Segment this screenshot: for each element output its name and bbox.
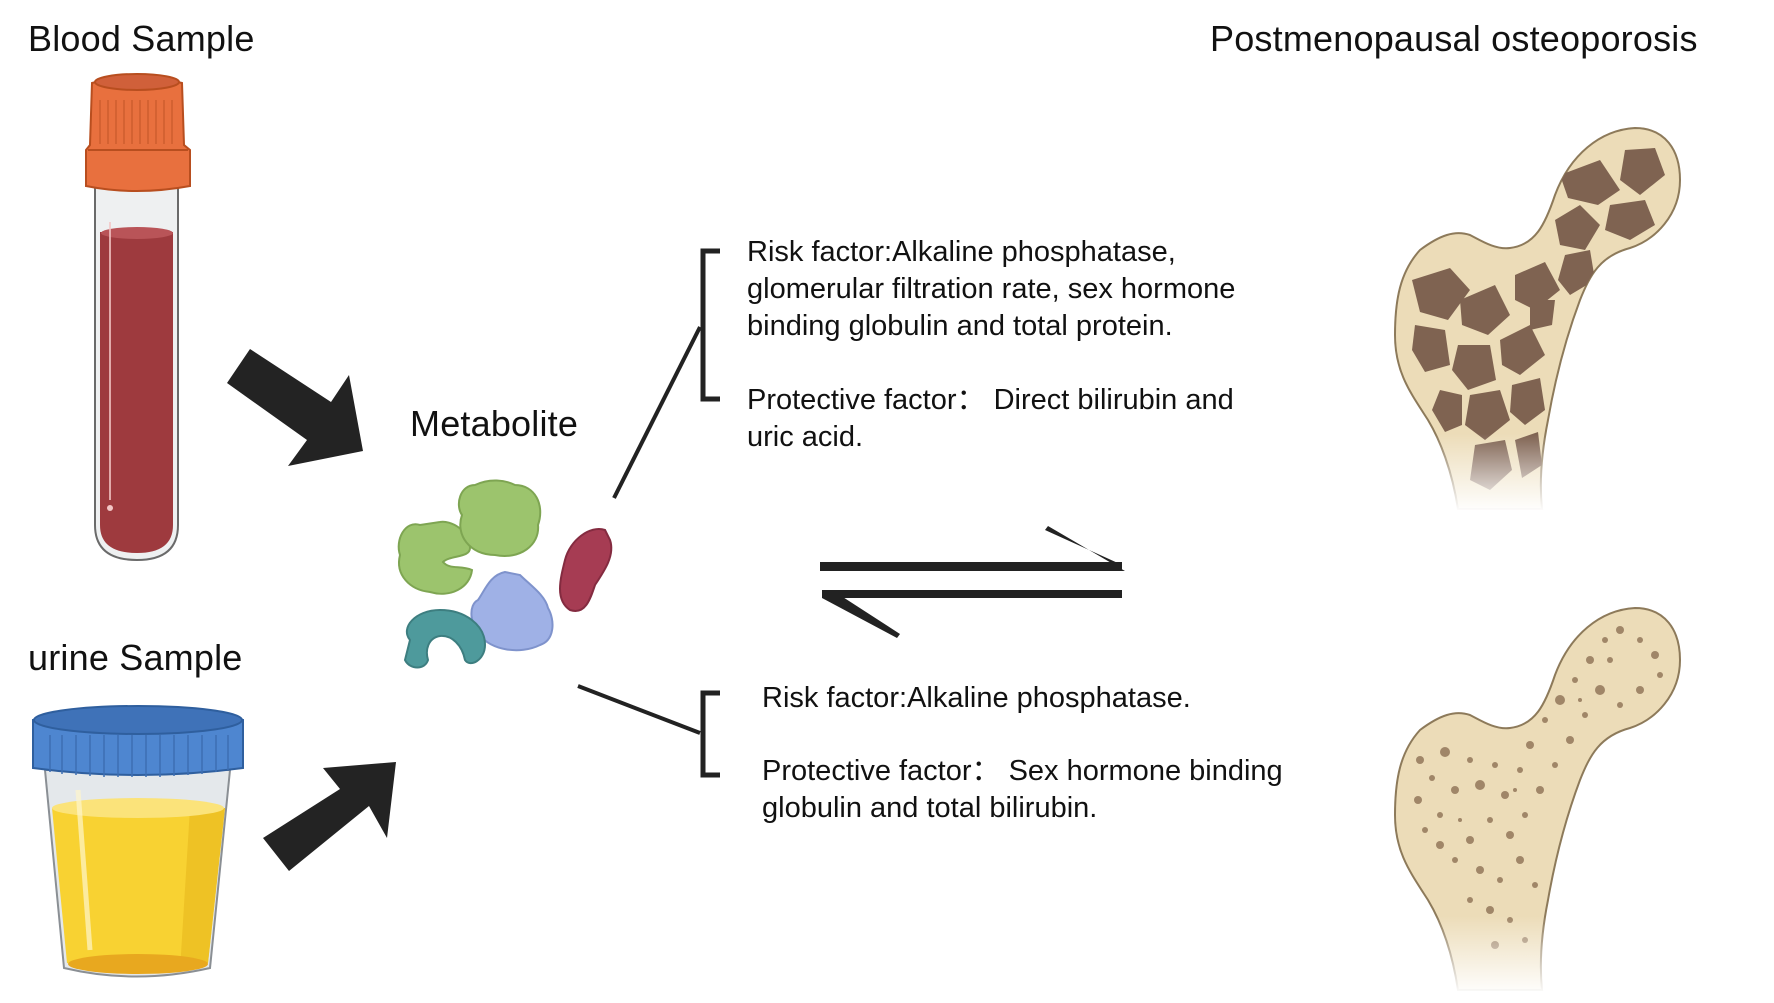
metabolite-cluster-icon	[397, 479, 613, 669]
urine-cup-icon	[32, 705, 244, 978]
bracket-blood	[700, 248, 720, 402]
blood-tube-icon	[85, 73, 191, 562]
arrow-blood-to-metabolite-icon	[227, 349, 363, 466]
connector-urine-branch	[577, 684, 701, 735]
urine-protective-factors: Protective factor： Sex hormone binding g…	[762, 755, 1283, 824]
connector-blood-branch	[612, 326, 702, 499]
outcome-label: Postmenopausal osteoporosis	[1210, 18, 1698, 59]
femur-normal-icon	[1390, 600, 1690, 995]
metabolite-label: Metabolite	[410, 403, 579, 444]
equilibrium-arrows-icon	[820, 526, 1125, 638]
urine-sample-label: urine Sample	[28, 637, 243, 678]
bracket-urine	[700, 690, 720, 778]
blood-protective-factors: Protective factor： Direct bilirubin and …	[747, 384, 1234, 453]
blood-sample-label: Blood Sample	[28, 18, 255, 59]
arrow-urine-to-metabolite-icon	[263, 762, 396, 871]
urine-risk-factors: Risk factor:Alkaline phosphatase.	[762, 682, 1191, 714]
blood-risk-factors: Risk factor:Alkaline phosphatase, glomer…	[747, 236, 1236, 342]
femur-osteoporotic-icon	[1390, 120, 1690, 512]
